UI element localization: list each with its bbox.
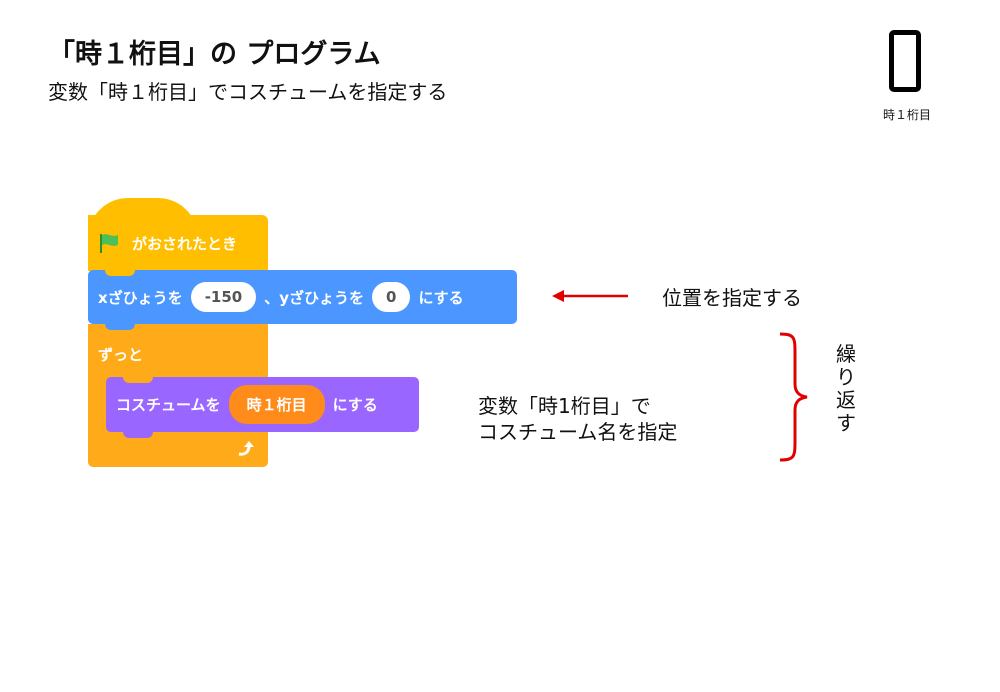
motion-prefix: xざひょうを (98, 288, 183, 307)
position-annotation: 位置を指定する (662, 286, 802, 310)
x-input[interactable]: -150 (190, 282, 257, 312)
block-notch (123, 377, 153, 383)
costume-annotation-line2: コスチューム名を指定 (478, 420, 678, 444)
costume-annotation: 変数「時1桁目」で コスチューム名を指定 (478, 393, 677, 445)
loop-arrow-icon (238, 441, 254, 456)
switch-costume-block[interactable]: コスチュームを 時１桁目 にする (106, 377, 419, 432)
costume-annotation-line1: 変数「時1桁目」で (478, 394, 651, 418)
motion-suffix: にする (418, 288, 464, 307)
looks-suffix: にする (332, 396, 378, 414)
costume-label: 時１桁目 (882, 108, 931, 122)
costume-zero-icon (889, 30, 921, 92)
y-input[interactable]: 0 (372, 282, 411, 312)
looks-prefix: コスチュームを (116, 396, 221, 414)
green-flag-icon (100, 234, 118, 253)
when-flag-clicked-block[interactable]: がおされたとき (88, 215, 268, 271)
go-to-xy-block[interactable]: xざひょうを -150 、yざひょうを 0 にする (88, 270, 517, 324)
page-subtitle: 変数「時１桁目」でコスチュームを指定する (48, 80, 448, 104)
forever-label: ずっと (98, 346, 144, 364)
motion-mid: 、yざひょうを (264, 288, 365, 307)
block-notch (123, 432, 153, 438)
hat-label: がおされたとき (132, 234, 238, 253)
page-title: 「時１桁目」の プログラム (48, 39, 381, 70)
brace-icon (779, 332, 808, 462)
repeat-annotation: 繰り返す (836, 342, 856, 435)
costume-variable-reporter[interactable]: 時１桁目 (228, 385, 325, 424)
block-notch (105, 324, 135, 330)
arrow-left-icon (552, 290, 628, 302)
block-notch (105, 270, 135, 276)
